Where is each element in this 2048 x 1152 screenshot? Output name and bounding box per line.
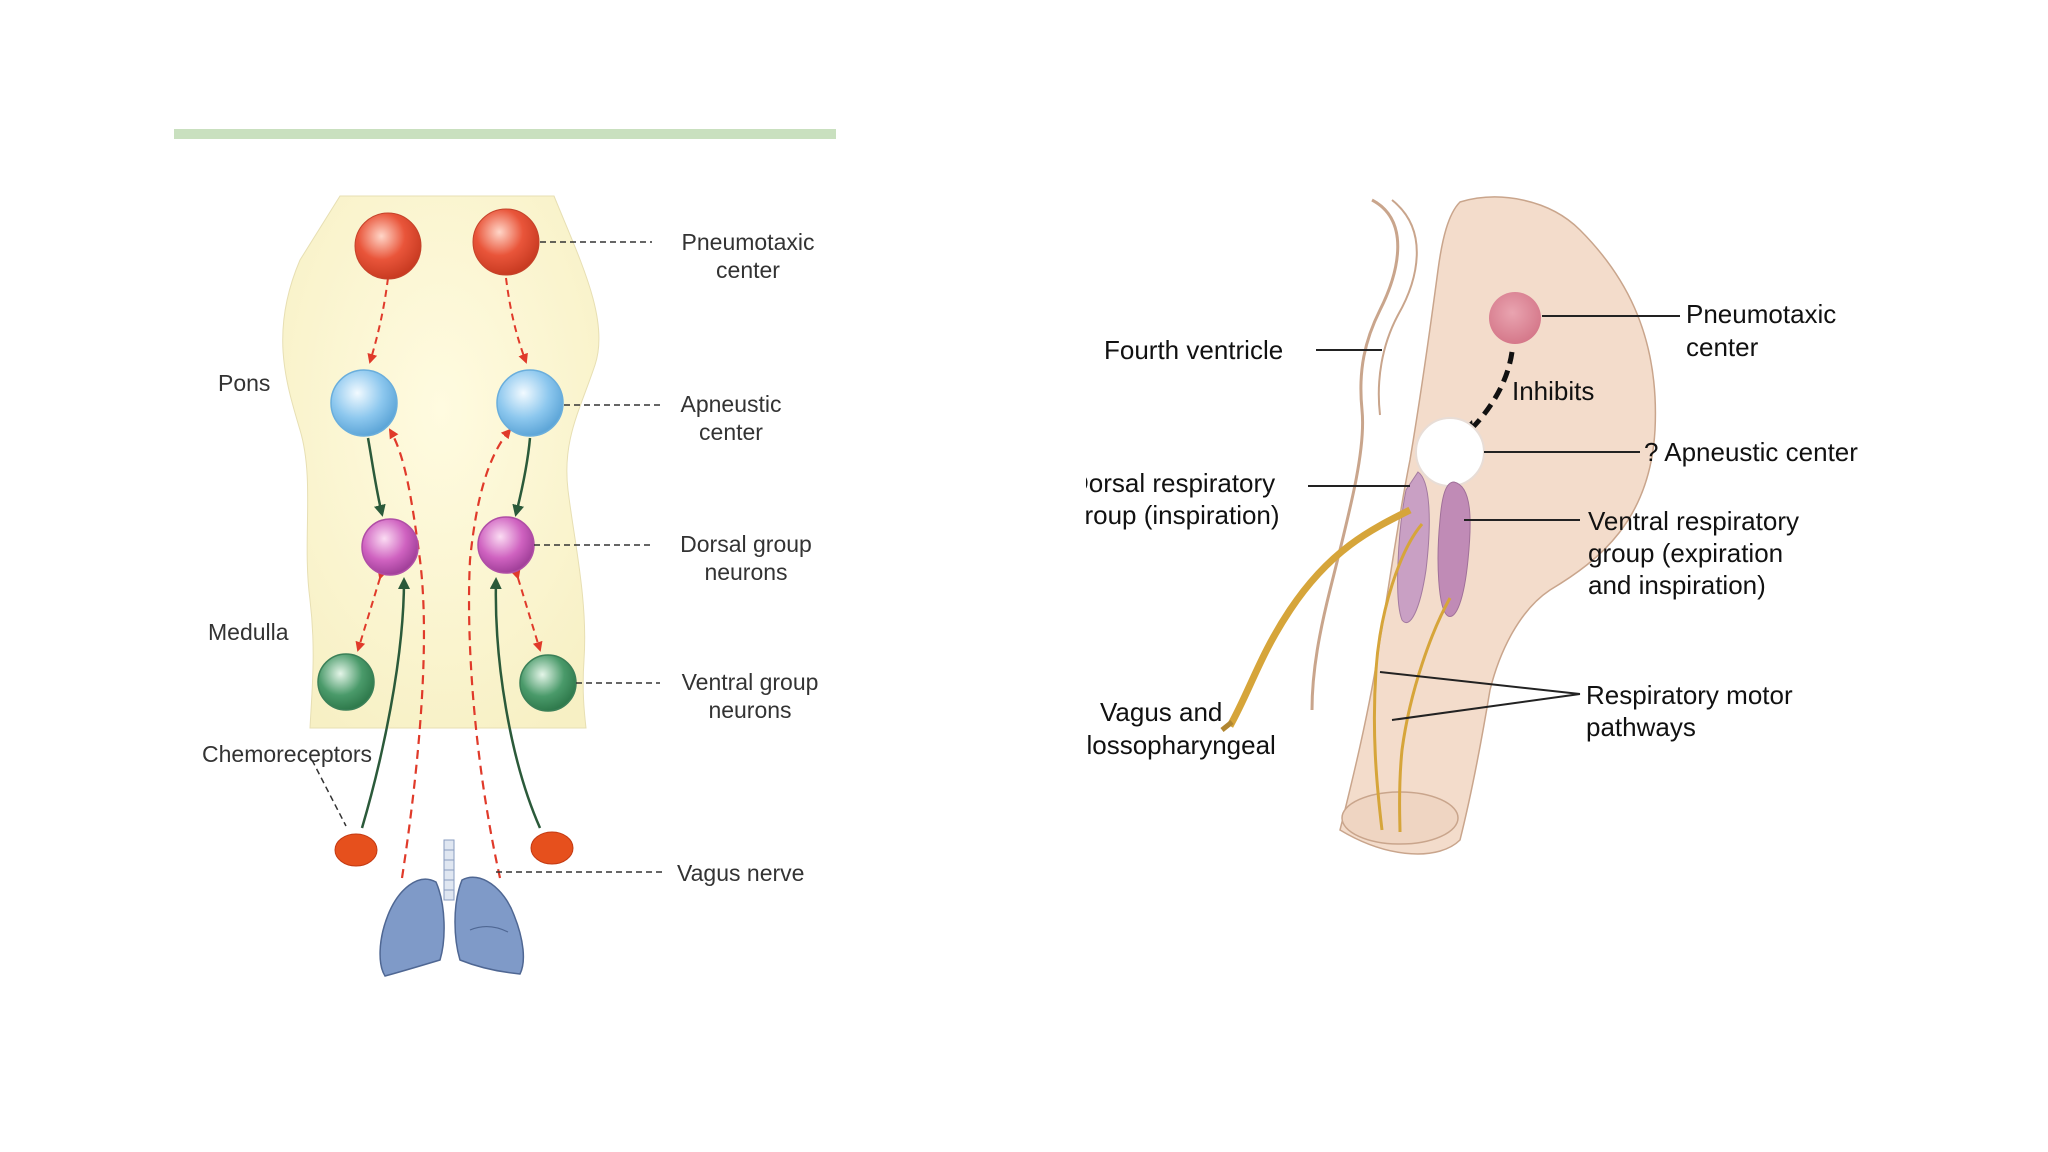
crop-mask bbox=[1080, 460, 1086, 780]
label-pneumotaxic-2: center bbox=[716, 257, 780, 283]
label-vagus-1: Vagus and bbox=[1100, 697, 1222, 727]
apneustic-center bbox=[1415, 417, 1485, 487]
label-ventral-2: neurons bbox=[708, 697, 791, 723]
label-dorsal-1: Dorsal group bbox=[680, 531, 812, 557]
apneustic-center-left bbox=[330, 369, 398, 437]
label-fourth-ventricle: Fourth ventricle bbox=[1104, 335, 1283, 365]
label-pneumotaxic-1: Pneumotaxic bbox=[682, 229, 815, 255]
pneumotaxic-center-left bbox=[354, 212, 422, 280]
label-chemoreceptors: Chemoreceptors bbox=[202, 741, 372, 767]
fourth-ventricle-line bbox=[1310, 198, 1400, 711]
ventral-group-right bbox=[519, 654, 577, 712]
label-vagus-2: glossopharyngeal bbox=[1080, 730, 1276, 760]
dorsal-group-left bbox=[361, 518, 419, 576]
label-vagus: Vagus nerve bbox=[677, 860, 804, 886]
label-leaders bbox=[496, 241, 662, 873]
dorsal-group-right bbox=[477, 516, 535, 574]
accent-bar bbox=[174, 129, 836, 139]
vagus-afferent-paths bbox=[388, 428, 512, 879]
label-pneumotaxic-1: Pneumotaxic bbox=[1686, 299, 1836, 329]
label-apneustic-1: Apneustic bbox=[680, 391, 781, 417]
respiratory-center-schematic: Pneumotaxic center Apneustic center Dors… bbox=[202, 195, 819, 977]
label-inhibits: Inhibits bbox=[1512, 376, 1594, 406]
brainstem-sagittal-diagram: Fourth ventricle Pneumotaxic center Inhi… bbox=[1080, 196, 1858, 855]
label-dorsal-1: Dorsal respiratory bbox=[1080, 468, 1275, 498]
label-medulla: Medulla bbox=[208, 619, 289, 645]
nerve-stub bbox=[1220, 720, 1234, 732]
brainstem-shape bbox=[282, 195, 600, 729]
chemoreceptor-leader bbox=[311, 759, 347, 827]
ventral-respiratory-group bbox=[1437, 481, 1471, 617]
label-ventral-1: Ventral group bbox=[682, 669, 819, 695]
label-motor-2: pathways bbox=[1586, 712, 1696, 742]
label-apneustic: ? Apneustic center bbox=[1644, 437, 1858, 467]
label-pons: Pons bbox=[218, 370, 270, 396]
chemoreceptor-left bbox=[334, 833, 378, 867]
label-ventral-1: Ventral respiratory bbox=[1588, 506, 1799, 536]
ventral-group-left bbox=[317, 653, 375, 711]
chemoreceptor-right bbox=[530, 831, 574, 865]
brainstem-tissue bbox=[1339, 196, 1657, 855]
label-ventral-2: group (expiration bbox=[1588, 538, 1783, 568]
label-dorsal-2: neurons bbox=[704, 559, 787, 585]
label-apneustic-2: center bbox=[699, 419, 763, 445]
pneumotaxic-center bbox=[1489, 292, 1541, 344]
vagus-glossopharyngeal-nerve bbox=[1226, 506, 1452, 833]
dorsal-ventral-arrows bbox=[355, 568, 543, 652]
lungs-icon bbox=[379, 839, 525, 977]
pneumotaxic-to-apneustic-arrows bbox=[367, 277, 528, 364]
apneustic-to-dorsal-arrows bbox=[366, 437, 532, 517]
label-pneumotaxic-2: center bbox=[1686, 332, 1759, 362]
label-dorsal-2: group (inspiration) bbox=[1080, 500, 1280, 530]
apneustic-center-right bbox=[496, 369, 564, 437]
label-ventral-3: and inspiration) bbox=[1588, 570, 1766, 600]
pneumotaxic-center-right bbox=[472, 208, 540, 276]
label-motor-1: Respiratory motor bbox=[1586, 680, 1793, 710]
label-leaders bbox=[1308, 315, 1680, 721]
chemoreceptor-paths bbox=[360, 577, 542, 829]
